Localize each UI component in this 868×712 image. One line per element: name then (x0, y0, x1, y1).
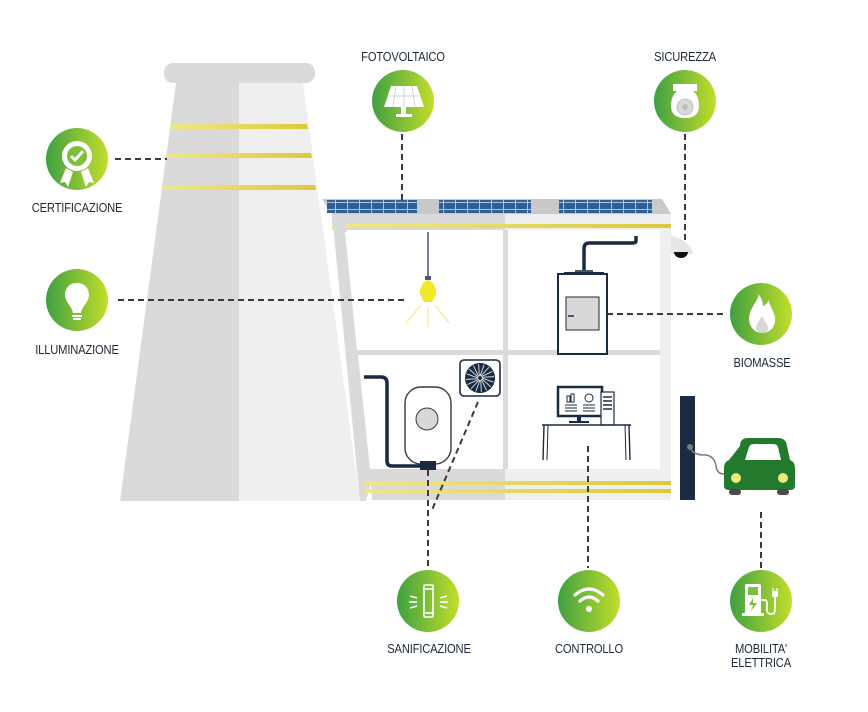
label-certificazione: CERTIFICAZIONE (31, 200, 123, 215)
label-biomasse: BIOMASSE (733, 355, 791, 370)
fan-blade (470, 379, 480, 390)
badge-illuminazione[interactable] (46, 269, 108, 331)
fan-blade (481, 379, 487, 391)
label-mobilita-line2: ELETTRICA (731, 655, 791, 670)
ventilation-fan (459, 359, 501, 397)
floor-divider (357, 350, 660, 355)
label-mobilita-line1: MOBILITA' (735, 641, 787, 656)
chimney-cap (164, 63, 315, 83)
badge-certificazione[interactable] (46, 128, 108, 190)
biomass-boiler (557, 236, 638, 355)
fan-blade (478, 364, 480, 377)
fan-blade (480, 366, 490, 377)
ev-charging-post (680, 396, 725, 500)
upper-yellow-band (332, 224, 671, 228)
security-camera-icon (671, 84, 699, 118)
fan-blade (473, 365, 479, 377)
label-fotovoltaico: FOTOVOLTAICO (361, 49, 445, 64)
fan-blade (466, 378, 479, 380)
wifi-icon (573, 587, 605, 612)
chimney (120, 63, 360, 501)
base-yellow-band-1 (364, 481, 671, 485)
badge-fotovoltaico[interactable] (372, 70, 434, 132)
label-illuminazione: ILLUMINAZIONE (35, 342, 119, 357)
left-wall (332, 214, 372, 501)
chimney-band-2 (166, 153, 312, 158)
badge-biomasse[interactable] (730, 283, 792, 345)
certificate-badge-icon (60, 141, 94, 187)
label-sanificazione: SANIFICAZIONE (387, 641, 471, 656)
fan-blade (481, 376, 494, 378)
dome-camera (671, 236, 693, 258)
fan-blade (467, 379, 479, 385)
right-wall (660, 230, 671, 480)
uv-lamp-icon (409, 584, 448, 618)
solar-panel-3 (559, 200, 652, 213)
flame-icon (749, 294, 776, 333)
computer-desk (542, 385, 631, 461)
solar-panel-2 (439, 200, 531, 213)
fan-blade (481, 371, 493, 377)
base-yellow-band-2 (364, 489, 671, 493)
ceiling-lamp (405, 232, 450, 327)
chimney-band-1 (170, 124, 308, 129)
fan-blade (479, 364, 485, 377)
fan-blade (481, 377, 494, 383)
fan-blade (466, 373, 479, 379)
badge-mobilita-elettrica[interactable] (730, 570, 792, 632)
light-bulb-icon (65, 283, 89, 320)
badge-controllo[interactable] (558, 570, 620, 632)
ev-charger-icon (742, 584, 778, 616)
badge-sicurezza[interactable] (654, 70, 716, 132)
fan-blade (481, 378, 492, 388)
water-heater (364, 375, 452, 470)
badge-sanificazione[interactable] (397, 570, 459, 632)
fan-blade (480, 379, 482, 392)
solar-panel-icon (384, 85, 424, 117)
fan-blade (468, 368, 479, 378)
label-sicurezza: SICUREZZA (654, 49, 716, 64)
chimney-left-side (120, 83, 239, 501)
electric-car (724, 438, 795, 495)
chimney-band-3 (162, 185, 316, 190)
connector-lines (115, 134, 762, 568)
fan-blade (475, 379, 481, 392)
solar-panel-1 (327, 200, 417, 213)
label-controllo: CONTROLLO (554, 641, 624, 656)
